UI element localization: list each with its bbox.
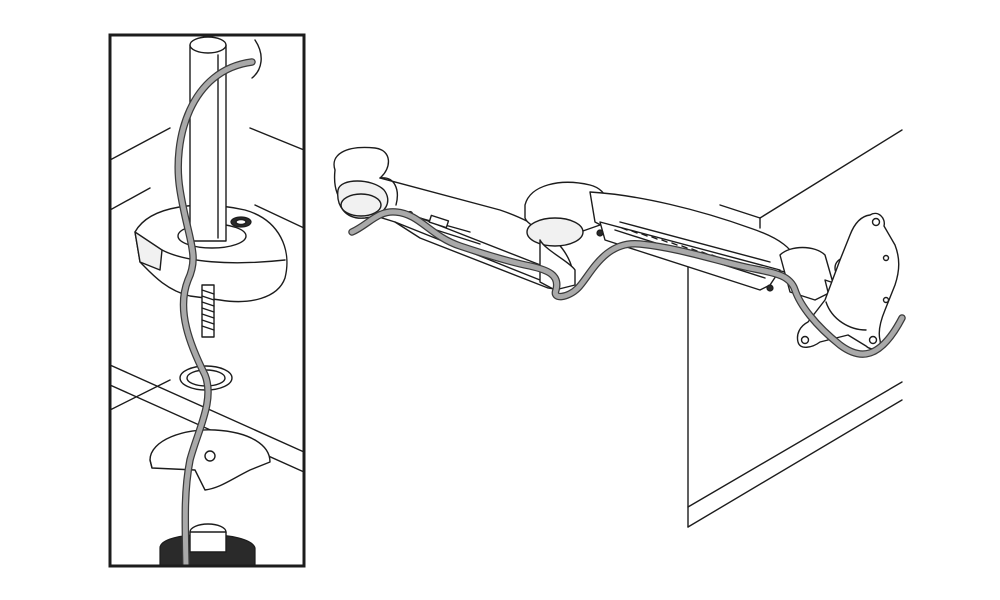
inset-cable (174, 39, 262, 566)
arm-segment-second (589, 191, 796, 292)
desk-wall-planes (687, 129, 903, 528)
main-panel (333, 129, 906, 528)
inset-frame (108, 33, 306, 568)
threaded-bolt (201, 284, 215, 338)
elbow-joint (524, 181, 609, 291)
mounting-pole (189, 36, 227, 242)
underside-clamp-plate (149, 429, 271, 491)
main-cable (348, 208, 906, 358)
tightening-knob (159, 523, 256, 566)
inset-detail-panel (108, 33, 306, 568)
arm-segment-first (333, 146, 574, 290)
